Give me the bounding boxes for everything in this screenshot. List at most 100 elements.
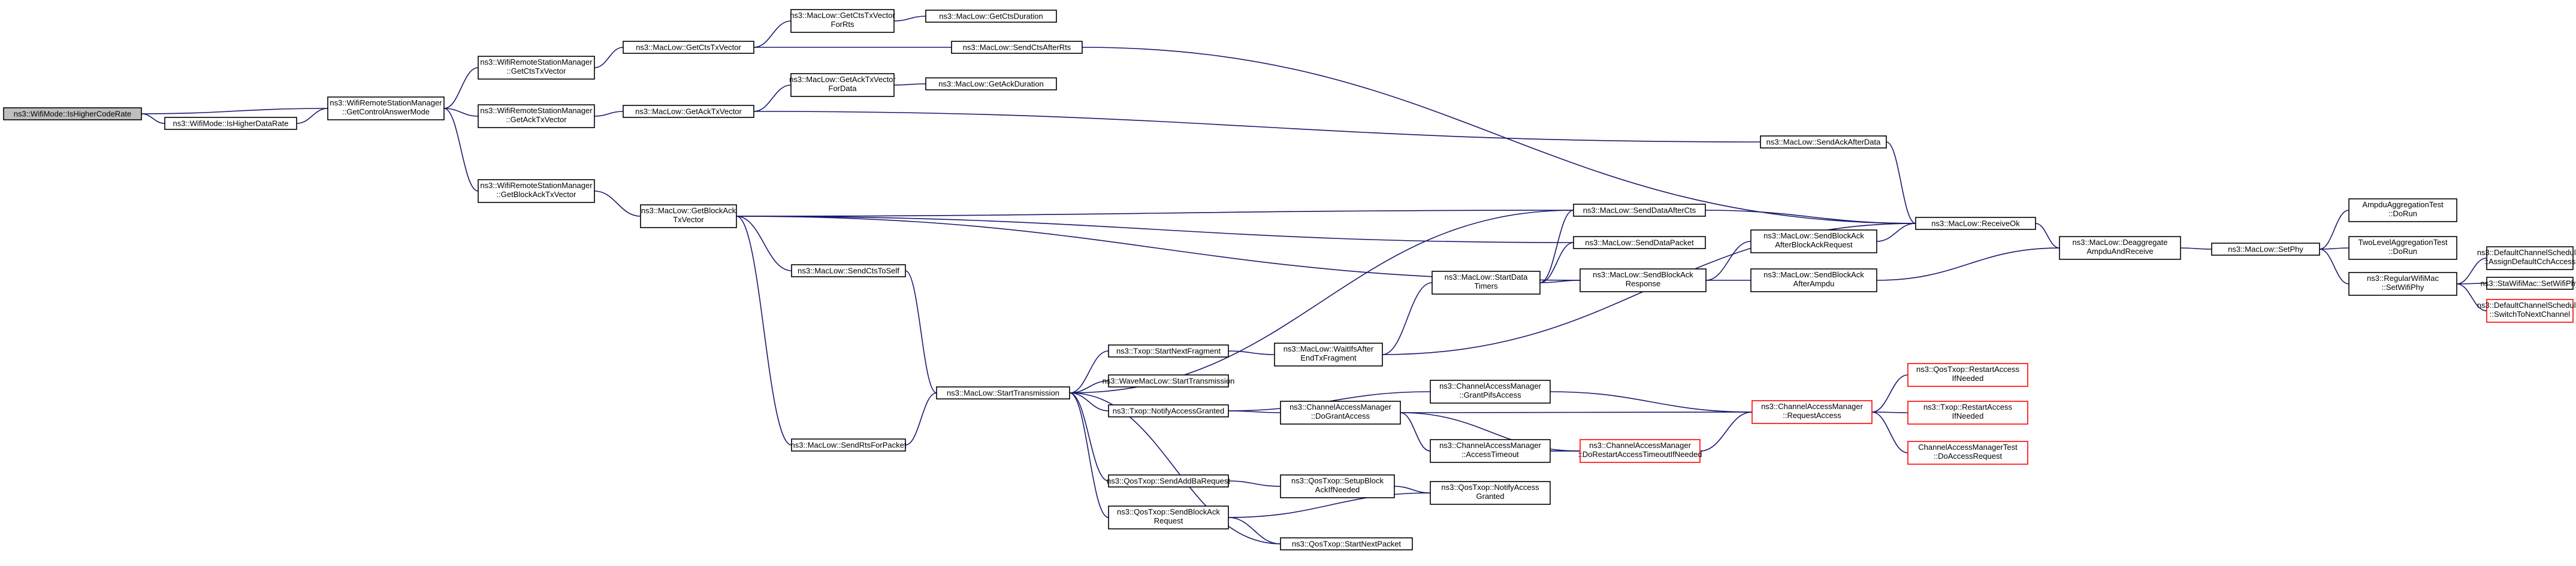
node-box: [478, 104, 595, 128]
node-txop-startnextfragment[interactable]: ns3::Txop::StartNextFragment: [1108, 344, 1229, 358]
node-channelaccessmanager-dograntaccess[interactable]: ns3::ChannelAccessManager::DoGrantAccess: [1280, 401, 1401, 425]
node-label: ns3::MacLow::SetPhy: [2228, 245, 2303, 254]
node-defaultchannelscheduler-switchtonextchannel[interactable]: ns3::DefaultChannelScheduler::SwitchToNe…: [2477, 299, 2576, 323]
node-box: [1580, 268, 1707, 292]
edge-n45-n46: [1222, 477, 1281, 487]
node-wavemaclow-starttransmission[interactable]: ns3::WaveMacLow::StartTransmission: [1103, 374, 1235, 388]
node-txop-notifyaccessgranted[interactable]: ns3::Txop::NotifyAccessGranted: [1108, 404, 1229, 417]
node-box: [3, 107, 142, 120]
node-label: ::DoAccessRequest: [1934, 452, 2003, 461]
node-regularwifimac-setwifiphy[interactable]: ns3::RegularWifiMac::SetWifiPhy: [2348, 272, 2457, 296]
node-twolevelaggregationtest-dorun[interactable]: TwoLevelAggregationTest::DoRun: [2348, 236, 2457, 260]
node-channelaccessmanager-grantpifsaccess[interactable]: ns3::ChannelAccessManager::GrantPifsAcce…: [1430, 380, 1551, 404]
node-label: ns3::Txop::RestartAccess: [1923, 402, 2013, 411]
node-label: ns3::MacLow::GetBlockAck: [641, 206, 736, 215]
node-channelaccessmanager-requestaccess[interactable]: ns3::ChannelAccessManager::RequestAccess: [1751, 400, 1873, 424]
node-box: [1580, 439, 1701, 463]
edge-n29-n30: [2450, 258, 2487, 287]
node-box: [2486, 299, 2574, 323]
node-label: ::AccessTimeout: [1461, 450, 1519, 459]
node-box: [623, 105, 754, 118]
node-maclow-starttransmission[interactable]: ns3::MacLow::StartTransmission: [936, 386, 1070, 399]
node-maclow-sendackafterdata[interactable]: ns3::MacLow::SendAckAfterData: [1760, 135, 1887, 149]
node-maclow-setphy[interactable]: ns3::MacLow::SetPhy: [2211, 243, 2320, 256]
node-box: [2059, 236, 2181, 260]
node-maclow-sendrtsforpacket[interactable]: ns3::MacLow::SendRtsForPacket: [791, 438, 907, 452]
edge-n29-n32: [2450, 280, 2487, 311]
node-wifiremotestationmanager-getcontrolanswermode[interactable]: ns3::WifiRemoteStationManager::GetContro…: [327, 96, 445, 120]
node-maclow-getctsduration[interactable]: ns3::MacLow::GetCtsDuration: [925, 10, 1057, 23]
node-wifiremotestationmanager-getacktxvector[interactable]: ns3::WifiRemoteStationManager::GetAckTxV…: [478, 104, 595, 128]
node-maclow-sendblockack-afterblockackrequest[interactable]: ns3::MacLow::SendBlockAckAfterBlockAckRe…: [1750, 229, 1877, 253]
node-box: [2486, 277, 2574, 290]
node-label: ns3::WifiRemoteStationManager: [480, 181, 593, 190]
node-label: ns3::QosTxop::SendAddBaRequest: [1107, 477, 1230, 486]
node-wifiremotestationmanager-getblockacktxvector[interactable]: ns3::WifiRemoteStationManager::GetBlockA…: [478, 179, 595, 203]
node-box: [790, 9, 895, 33]
node-label: ns3::MacLow::SendBlockAck: [1763, 231, 1864, 240]
node-maclow-sendctstoself[interactable]: ns3::MacLow::SendCtsToSelf: [791, 264, 906, 277]
edge-n38-n40: [1394, 409, 1581, 452]
node-label: ns3::MacLow::GetAckTxVector: [635, 107, 742, 116]
node-label: ns3::ChannelAccessManager: [1589, 441, 1691, 450]
node-label: ::DoRun: [2388, 209, 2417, 218]
edge-n19-n33: [1063, 350, 1109, 396]
node-box: [1760, 135, 1887, 149]
node-qostxop-startnextpacket[interactable]: ns3::QosTxop::StartNextPacket: [1280, 537, 1413, 550]
node-box: [1280, 401, 1401, 425]
edge-n2-n4: [437, 105, 479, 117]
node-box: [1430, 481, 1551, 505]
node-maclow-getacktxvector[interactable]: ns3::MacLow::GetAckTxVector: [623, 105, 754, 118]
edge-n16-n20: [1539, 239, 1580, 283]
node-qostxop-notifyaccess-granted[interactable]: ns3::QosTxop::NotifyAccessGranted: [1430, 481, 1551, 505]
node-maclow-getackduration[interactable]: ns3::MacLow::GetAckDuration: [925, 77, 1057, 90]
node-box: [2211, 243, 2320, 256]
node-label: ns3::RegularWifiMac: [2367, 274, 2439, 283]
node-qostxop-sendaddbarequest[interactable]: ns3::QosTxop::SendAddBaRequest: [1107, 474, 1230, 488]
node-maclow-senddataaftercts[interactable]: ns3::MacLow::SendDataAfterCts: [1573, 204, 1706, 217]
node-label: AfterAmpdu: [1793, 279, 1835, 288]
node-wifimode-ishigherdatarate[interactable]: ns3::WifiMode::IsHigherDataRate: [164, 117, 297, 130]
edge-n0-n2: [135, 108, 328, 117]
node-channelaccessmanagertest-doaccessrequest[interactable]: ChannelAccessManagerTest::DoAccessReques…: [1907, 441, 2028, 465]
edge-n21-n22: [1699, 241, 1751, 284]
node-wifimode-ishighercoderate[interactable]: ns3::WifiMode::IsHigherCodeRate: [3, 107, 142, 120]
node-wifiremotestationmanager-getctstxvector[interactable]: ns3::WifiRemoteStationManager::GetCtsTxV…: [478, 56, 595, 80]
node-maclow-senddatapacket[interactable]: ns3::MacLow::SendDataPacket: [1573, 236, 1706, 249]
node-ampduaggregationtest-dorun[interactable]: AmpduAggregationTest::DoRun: [2348, 198, 2457, 222]
node-channelaccessmanager-accesstimeout[interactable]: ns3::ChannelAccessManager::AccessTimeout: [1430, 439, 1551, 463]
node-box: [790, 73, 895, 97]
node-maclow-getctstxvector[interactable]: ns3::MacLow::GetCtsTxVector: [623, 41, 754, 54]
edge-n21-n20: [1539, 277, 1587, 284]
node-maclow-sendctsafterrts[interactable]: ns3::MacLow::SendCtsAfterRts: [951, 41, 1083, 54]
node-maclow-getblockack-txvector[interactable]: ns3::MacLow::GetBlockAckTxVector: [640, 204, 737, 228]
node-label: AmpduAggregationTest: [2362, 200, 2444, 209]
node-box: [2348, 198, 2457, 222]
node-box: [1432, 271, 1541, 295]
node-box: [1907, 441, 2028, 465]
node-stawifimac-setwifiphy[interactable]: ns3::StaWifiMac::SetWifiPhy: [2481, 277, 2576, 290]
node-label: ns3::MacLow::SendDataAfterCts: [1583, 206, 1696, 215]
edge-n2-n5: [437, 105, 479, 192]
edge-n20-n34: [1382, 279, 1439, 355]
node-maclow-receiveok[interactable]: ns3::MacLow::ReceiveOk: [1915, 217, 2036, 230]
node-label: ns3::QosTxop::RestartAccess: [1916, 365, 2019, 374]
edge-n25-n26: [2174, 244, 2212, 252]
node-box: [1573, 236, 1706, 249]
node-defaultchannelscheduler-assigndefaultcchaccess[interactable]: ns3::DefaultChannelScheduler::AssignDefa…: [2477, 246, 2576, 270]
edge-n3-n6: [588, 47, 624, 71]
node-box: [791, 438, 906, 452]
node-channelaccessmanager-dorestartaccesstimeoutifneeded[interactable]: ns3::ChannelAccessManager::DoRestartAcce…: [1578, 439, 1702, 463]
node-label: ns3::ChannelAccessManager: [1439, 382, 1541, 391]
